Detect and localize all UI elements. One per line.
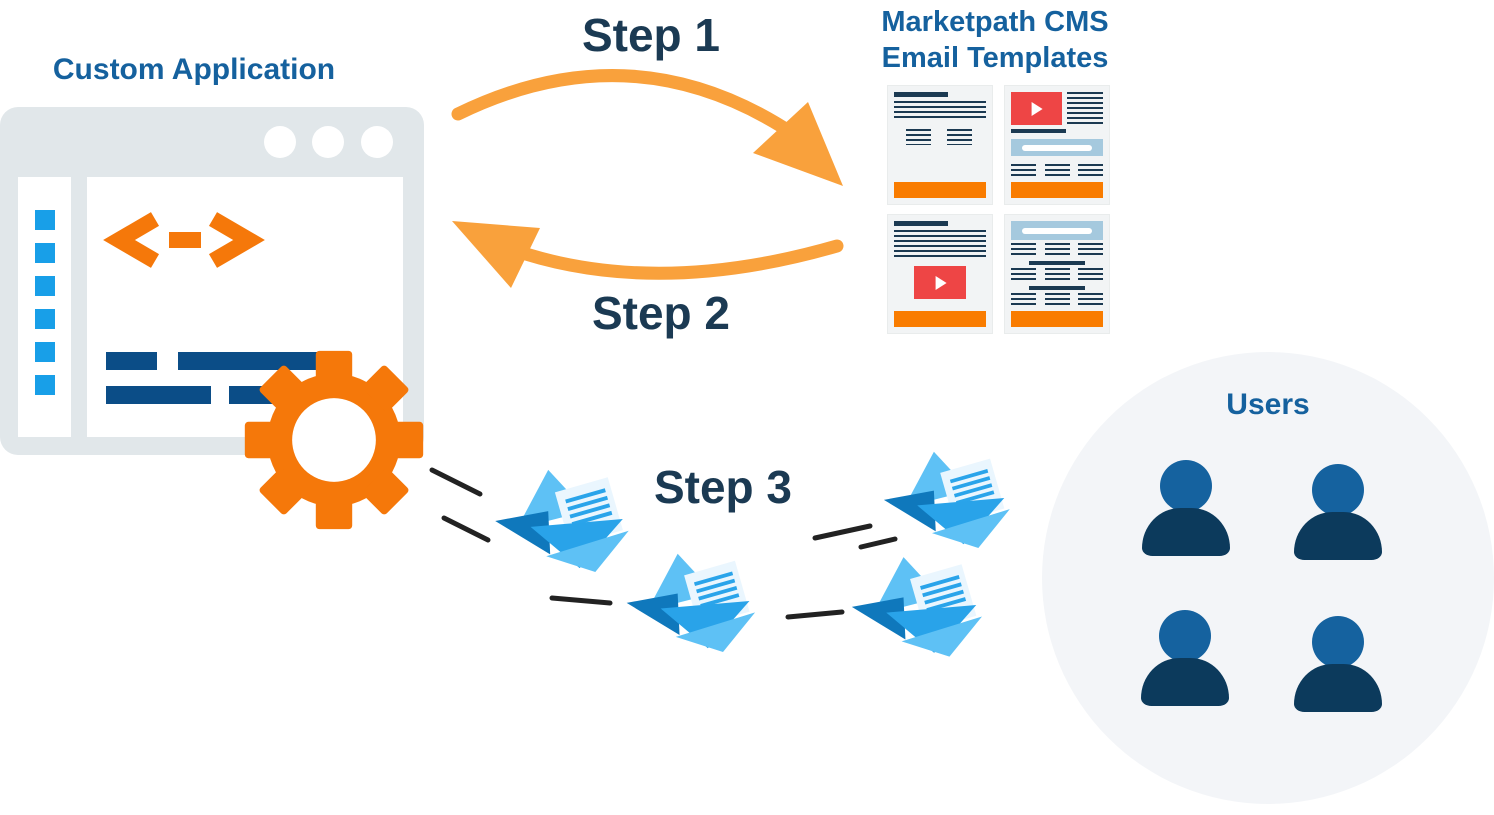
template-banner (1011, 139, 1103, 156)
motion-line (429, 467, 483, 497)
person-body (1141, 658, 1229, 706)
marketpath-title-line2: Email Templates (881, 42, 1109, 74)
template-text-lines (894, 101, 986, 118)
window-dot (312, 126, 344, 158)
template-text-block (1044, 268, 1070, 283)
email-plane-icon (881, 449, 1012, 550)
motion-line (812, 523, 873, 541)
sidebar-square (34, 375, 55, 395)
person-body (1142, 508, 1230, 556)
person-head (1312, 464, 1364, 516)
template-divider-bar (1029, 286, 1085, 290)
window-dot (264, 126, 296, 158)
user-icon (1294, 464, 1382, 560)
template-footer-bar (894, 182, 986, 198)
template-text-block (1044, 243, 1070, 258)
code-brackets-icon (103, 212, 265, 268)
step3-label: Step 3 (653, 461, 793, 513)
template-banner (1011, 221, 1103, 240)
template-footer-bar (1011, 182, 1103, 198)
email-plane-icon (493, 467, 631, 574)
marketpath-title: Marketpath CMS Email Templates (852, 4, 1138, 76)
template-title-bar (1011, 129, 1066, 133)
template-text-block (1078, 164, 1103, 178)
template-text-block (1078, 243, 1103, 258)
template-text-block (947, 129, 972, 145)
person-body (1294, 664, 1382, 712)
user-icon (1142, 460, 1230, 556)
step1-arrow-icon (451, 69, 843, 186)
marketpath-title-line1: Marketpath CMS (881, 6, 1109, 38)
email-templates-grid (887, 85, 1110, 334)
window-content (87, 177, 403, 437)
motion-line (549, 595, 613, 606)
video-play-icon (1011, 92, 1062, 125)
template-footer-bar (1011, 311, 1103, 327)
person-body (1294, 512, 1382, 560)
app-window (0, 107, 424, 455)
window-dot (361, 126, 393, 158)
email-template-thumbnail (887, 214, 993, 334)
template-text-block (1044, 164, 1070, 178)
code-line-bar (106, 386, 211, 404)
template-text-block (1011, 268, 1036, 283)
template-text-block (1078, 293, 1103, 308)
email-template-thumbnail (887, 85, 993, 205)
gear-icon (244, 350, 424, 530)
template-text-lines (1066, 92, 1103, 126)
template-text-block (1011, 293, 1036, 308)
step1-label: Step 1 (581, 9, 721, 61)
email-plane-icon (849, 555, 984, 659)
step2-label: Step 2 (591, 287, 731, 339)
template-text-block (906, 129, 931, 145)
person-head (1312, 616, 1364, 668)
sidebar-square (34, 342, 55, 362)
video-play-icon (914, 266, 966, 299)
sidebar-square (34, 309, 55, 329)
template-title-bar (894, 92, 948, 97)
step2-arrow-icon (452, 221, 844, 288)
code-line-bar (178, 352, 317, 370)
sidebar-square (34, 210, 55, 230)
person-head (1159, 610, 1211, 662)
email-template-thumbnail (1004, 214, 1110, 334)
template-title-bar (894, 221, 948, 226)
email-template-thumbnail (1004, 85, 1110, 205)
template-footer-bar (894, 311, 986, 327)
window-sidebar (18, 177, 71, 437)
sidebar-square (34, 276, 55, 296)
users-label: Users (1226, 388, 1310, 421)
template-text-block (1078, 268, 1103, 283)
custom-application-label: Custom Application (52, 53, 336, 86)
motion-line (785, 609, 845, 620)
user-icon (1294, 616, 1382, 712)
users-circle: Users (1042, 352, 1494, 804)
person-head (1160, 460, 1212, 512)
template-divider-bar (1029, 261, 1085, 265)
email-plane-icon (624, 551, 758, 654)
motion-line (441, 515, 491, 543)
template-text-block (1011, 164, 1036, 178)
template-text-lines (894, 230, 986, 257)
code-line-bar (106, 352, 157, 370)
template-text-block (1011, 243, 1036, 258)
template-text-block (1044, 293, 1070, 308)
sidebar-square (34, 243, 55, 263)
user-icon (1141, 610, 1229, 706)
